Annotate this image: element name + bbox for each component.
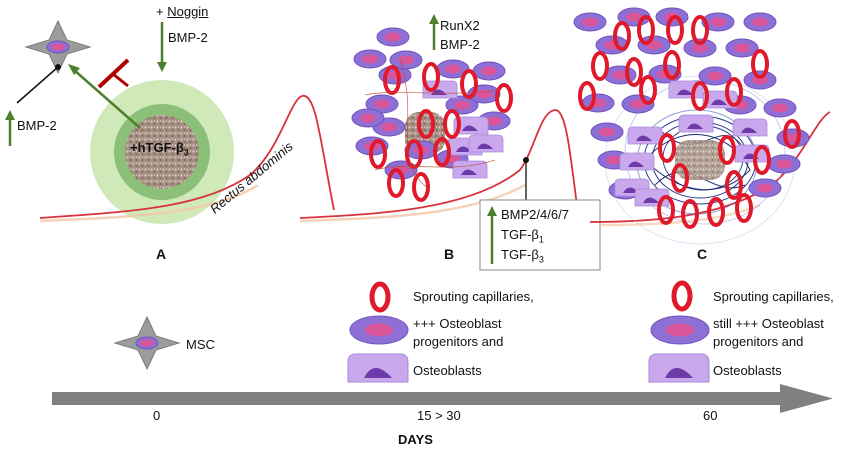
legend-c-line3: progenitors and [713,334,804,349]
tick-day-60: 60 [703,408,718,423]
noggin-prefix: + [156,4,168,19]
panel-c [573,7,831,245]
panel-letter-c: C [697,246,708,262]
legend-b-line3: progenitors and [413,334,504,349]
panel-b [299,14,601,271]
factor-tgf-b3-text: TGF-β [501,247,539,262]
legend-b-icons [347,281,409,383]
ossicle-b [351,27,513,202]
factor-tgf-b1-sub: 1 [538,234,544,245]
timeline-arrow [52,384,833,413]
runx2-up-arrow [429,14,439,50]
muscle-band-a [39,95,335,219]
legend-c-icons [648,280,710,383]
progenitor-icon [650,315,710,345]
capillary-icon [369,281,391,313]
legend-b-line2: +++ Osteoblast [413,316,502,331]
legend-c-line1: Sprouting capillaries, [713,289,834,304]
recruitment-arrow [68,64,141,129]
days-axis-label: DAYS [398,432,433,447]
progenitor-icon [349,315,409,345]
runx2-label: RunX2 [440,18,480,33]
bmp2-up-arrow [5,110,15,146]
ossicle-c [573,7,810,245]
noggin-inhibition [97,58,130,89]
panel-letter-a: A [156,246,167,262]
legend-msc-label: MSC [186,337,215,352]
factor-tgf-b3-sub: 3 [538,254,544,265]
implant-label: +hTGF-β3 [130,140,189,161]
osteoblast-icon [347,353,409,383]
bmp2-in-arrow [157,22,167,72]
factor-box [479,199,601,271]
bmp2-b-label: BMP-2 [440,37,480,52]
legend-b-line4: Osteoblasts [413,363,482,378]
panel-letter-b: B [444,246,455,262]
legend-msc-icon [114,316,180,370]
osteoblast-icon [648,353,710,383]
tick-day-15-30: 15 > 30 [417,408,461,423]
factor-tgf-b1: TGF-β1 [501,227,544,248]
factor-bmps: BMP2/4/6/7 [501,207,569,222]
legend-c-line2: still +++ Osteoblast [713,316,824,331]
implant-text: +hTGF-β [130,140,184,155]
factor-tgf-b3: TGF-β3 [501,247,544,268]
legend-c-line4: Osteoblasts [713,363,782,378]
factor-tgf-b1-text: TGF-β [501,227,539,242]
hTGF-implant [125,115,199,189]
factor-up-arrow [487,206,497,264]
msc-pointer-line [16,66,59,104]
tick-day-0: 0 [153,408,161,423]
legend-b-line1: Sprouting capillaries, [413,289,534,304]
noggin-label: + Noggin [156,4,208,20]
muscle-band-b [299,109,579,219]
noggin-text: Noggin [167,4,209,19]
implant-subscript: 3 [183,147,189,158]
capillary-icon [671,280,693,312]
panel-a [5,20,335,224]
bmp2-input-label: BMP-2 [168,30,208,45]
bmp2-up-label: BMP-2 [17,118,57,133]
